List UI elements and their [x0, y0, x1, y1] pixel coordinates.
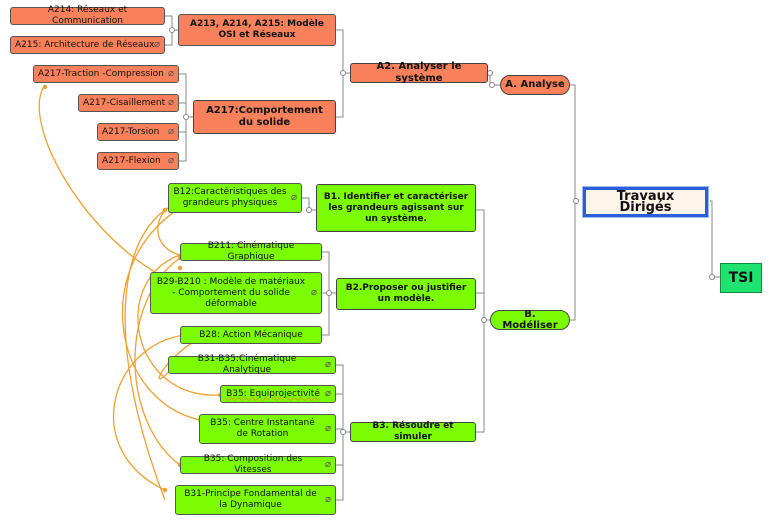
paperclip-icon[interactable]: ⌀: [310, 287, 317, 298]
b31-label: B31-B35:Cinématique Analytique: [197, 354, 297, 375]
b28-label: B28: Action Mécanique: [199, 329, 303, 340]
b3-node[interactable]: B3. Résoudre et simuler: [350, 421, 476, 442]
a2-node[interactable]: A2. Analyser le système: [350, 61, 488, 84]
b35c-node[interactable]: B35: Composition des Vitesses ⌀: [180, 454, 336, 475]
b3-label: B3. Résoudre et simuler: [372, 421, 454, 442]
tsi-node[interactable]: TSI: [720, 263, 762, 293]
tsi-label: TSI: [728, 269, 754, 286]
a214-label: A214: Réseaux et Communication: [47, 5, 128, 26]
b211-label: B211: Cinématique Graphique: [207, 241, 295, 262]
a217-node[interactable]: A217:Comportement du solide: [193, 100, 336, 134]
b12-label: B12:Caractéristiques des grandeurs physi…: [173, 187, 287, 208]
b1-label: B1. Identifier et caractériser les grand…: [323, 191, 469, 224]
b1-node[interactable]: B1. Identifier et caractériser les grand…: [316, 184, 476, 232]
b28-node[interactable]: B28: Action Mécanique: [180, 326, 322, 344]
a217-cis-node[interactable]: A217-Cisaillement ⌀: [78, 94, 179, 112]
a214-node[interactable]: A214: Réseaux et Communication: [10, 5, 165, 26]
a217-cis-label: A217-Cisaillement: [83, 97, 166, 108]
analyse-label: A. Analyse: [505, 79, 565, 90]
b31-node[interactable]: B31-B35:Cinématique Analytique ⌀: [168, 354, 336, 375]
b35b-node[interactable]: B35: Centre Instantané de Rotation ⌀: [199, 414, 336, 444]
b35b-label: B35: Centre Instantané de Rotation: [210, 418, 315, 439]
paperclip-icon[interactable]: ⌀: [167, 126, 174, 137]
a215-label: A215: Architecture de Réseaux: [15, 39, 155, 50]
paperclip-icon[interactable]: ⌀: [167, 68, 174, 79]
analyse-node[interactable]: A. Analyse: [500, 75, 570, 95]
paperclip-icon[interactable]: ⌀: [324, 494, 331, 505]
a217-tc-label: A217-Traction -Compression: [38, 68, 164, 79]
a215-node[interactable]: A215: Architecture de Réseaux ⌀: [10, 36, 165, 54]
b2-node[interactable]: B2.Proposer ou justifier un modèle.: [336, 278, 476, 310]
b211-node[interactable]: B211: Cinématique Graphique: [180, 241, 322, 262]
a217-label: A217:Comportement du solide: [206, 105, 323, 128]
paperclip-icon[interactable]: ⌀: [324, 423, 331, 434]
a217-flex-label: A217-Flexion: [102, 155, 161, 166]
b29-label: B29-B210 : Modèle de matériaux - Comport…: [156, 276, 306, 309]
root-label: Travaux Dirigés: [616, 189, 675, 215]
modeliser-node[interactable]: B. Modéliser: [490, 309, 570, 331]
b31pf-label: B31-Principe Fondamental de la Dynamique: [184, 489, 317, 510]
paperclip-icon[interactable]: ⌀: [167, 155, 174, 166]
a217-tor-label: A217-Torsion: [102, 126, 160, 137]
b35a-node[interactable]: B35: Equiprojectivité ⌀: [220, 385, 336, 403]
paperclip-icon[interactable]: ⌀: [324, 388, 331, 399]
paperclip-icon[interactable]: ⌀: [324, 359, 331, 370]
paperclip-icon[interactable]: ⌀: [324, 459, 331, 470]
a217-tor-node[interactable]: A217-Torsion ⌀: [97, 123, 179, 141]
b31pf-node[interactable]: B31-Principe Fondamental de la Dynamique…: [175, 485, 336, 515]
root-node[interactable]: Travaux Dirigés: [582, 186, 709, 218]
b29-node[interactable]: B29-B210 : Modèle de matériaux - Comport…: [150, 272, 322, 314]
modeliser-label: B. Modéliser: [502, 309, 558, 331]
paperclip-icon[interactable]: ⌀: [167, 97, 174, 108]
a213-node[interactable]: A213, A214, A215: Modèle OSI et Réseaux: [178, 14, 336, 46]
b2-label: B2.Proposer ou justifier un modèle.: [345, 283, 467, 304]
paperclip-icon[interactable]: ⌀: [153, 39, 160, 50]
a217-flex-node[interactable]: A217-Flexion ⌀: [97, 152, 179, 170]
paperclip-icon[interactable]: ⌀: [290, 192, 297, 203]
b12-node[interactable]: B12:Caractéristiques des grandeurs physi…: [168, 183, 302, 213]
b35c-label: B35: Composition des Vitesses: [203, 454, 303, 475]
b35a-label: B35: Equiprojectivité: [226, 388, 320, 399]
a2-label: A2. Analyser le système: [376, 61, 462, 84]
a213-label: A213, A214, A215: Modèle OSI et Réseaux: [190, 19, 324, 40]
a217-tc-node[interactable]: A217-Traction -Compression ⌀: [33, 65, 179, 83]
